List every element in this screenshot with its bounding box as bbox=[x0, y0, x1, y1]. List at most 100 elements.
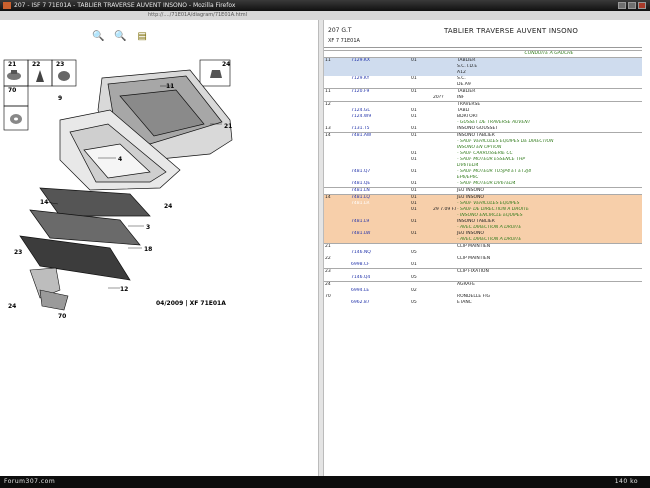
part-number-cell[interactable] bbox=[350, 101, 410, 108]
status-bar: Forum307.com 140 ko bbox=[0, 476, 650, 488]
callout-9: 9 bbox=[58, 95, 62, 102]
part-number-cell[interactable] bbox=[350, 268, 410, 275]
part-number-cell[interactable] bbox=[350, 281, 410, 288]
part-number-cell[interactable]: 7481.LN bbox=[350, 187, 410, 195]
part-number-cell[interactable]: 7129.KY bbox=[351, 76, 370, 81]
part-number-cell[interactable]: 7481.LR bbox=[350, 201, 410, 207]
insono-part-14[interactable] bbox=[19, 187, 151, 281]
callout-18: 18 bbox=[144, 246, 152, 253]
part-number-cell[interactable] bbox=[350, 213, 410, 219]
part-number-cell[interactable]: 7481.LQ bbox=[350, 194, 410, 201]
part-number-cell[interactable]: 7481.L9 bbox=[350, 219, 410, 225]
description-cell: TABLI bbox=[457, 108, 470, 113]
clip-23-icon bbox=[58, 71, 70, 81]
description-cell: - SAUF VEHICULES EQUIPES bbox=[456, 201, 642, 207]
table-row[interactable]: 7146.Q4 05 bbox=[324, 275, 642, 282]
part-number-cell[interactable]: 7481.AW bbox=[350, 132, 410, 139]
table-row[interactable]: 20??INF bbox=[324, 95, 642, 102]
table-row[interactable]: A12 bbox=[324, 70, 642, 76]
part-number-cell[interactable] bbox=[350, 237, 410, 244]
part-number-cell[interactable]: 6998.CF bbox=[351, 262, 370, 267]
clip-21-icon bbox=[7, 70, 21, 80]
part-number-cell[interactable]: 7129.KX bbox=[350, 57, 410, 64]
table-row[interactable]: - AVEC DIRECTION A DROITE bbox=[324, 225, 642, 231]
minimize-button[interactable] bbox=[618, 2, 626, 9]
table-row[interactable]: - GUSSET DE TRAVERSE AUVENT bbox=[324, 120, 642, 126]
table-row[interactable]: CONDUITE A GAUCHE bbox=[324, 50, 642, 58]
table-row[interactable]: DV6TED4 bbox=[324, 163, 642, 169]
part-number-cell[interactable]: 7481.QE bbox=[351, 181, 371, 186]
table-row[interactable]: S.C.T.D.E bbox=[324, 64, 642, 70]
traverse-part-12[interactable] bbox=[59, 109, 181, 191]
part-number-cell[interactable]: 7146.Q4 bbox=[351, 275, 371, 280]
part-number-cell[interactable]: 7131.T5 bbox=[351, 126, 370, 131]
part-number-cell[interactable] bbox=[350, 243, 410, 250]
part-number-cell[interactable]: 7124.GL bbox=[351, 108, 370, 113]
quantity-cell: 05 bbox=[411, 275, 417, 280]
quantity-cell bbox=[410, 243, 432, 250]
table-row[interactable]: EP6/EP6C bbox=[324, 175, 642, 181]
part-number-cell[interactable] bbox=[350, 207, 410, 213]
table-row[interactable]: - SAUF VEHICULES EQUIPES DE DIRECTION bbox=[324, 139, 642, 145]
page-title: TABLIER TRAVERSE AUVENT INSONO bbox=[444, 27, 579, 35]
part-number-cell[interactable] bbox=[350, 64, 410, 70]
zoom-out-icon[interactable]: 🔍 bbox=[114, 31, 127, 42]
part-number-cell[interactable]: 7146.NQ bbox=[351, 250, 371, 255]
callout-3: 3 bbox=[146, 224, 150, 231]
part-number-cell[interactable]: 7124.W9 bbox=[351, 114, 372, 119]
part-number-cell[interactable] bbox=[350, 225, 410, 231]
part-number-cell[interactable]: 7481.LW bbox=[350, 231, 410, 237]
part-number-cell[interactable] bbox=[350, 50, 410, 58]
window-title-bar: 207 - ISF 7 71E01A - TABLIER TRAVERSE AU… bbox=[0, 0, 650, 11]
part-number-cell[interactable] bbox=[350, 70, 410, 76]
callout-21: 21 bbox=[8, 61, 16, 68]
bracket-part-70[interactable] bbox=[29, 267, 69, 311]
description-cell: INF bbox=[457, 95, 465, 100]
maximize-button[interactable] bbox=[628, 2, 636, 9]
note-cell bbox=[432, 243, 456, 250]
part-number-cell[interactable]: 6962.87 bbox=[351, 300, 370, 305]
diagram-pane: 🔍 🔍 ▤ bbox=[0, 20, 318, 476]
table-row[interactable]: INSONO EN OPTION bbox=[324, 145, 642, 151]
table-row[interactable]: - INSONO ENCIRCLE EQUIPES bbox=[324, 213, 642, 219]
reset-zoom-icon[interactable]: ▤ bbox=[137, 31, 147, 42]
address-bar[interactable]: http://..../71E01A/diagram/71E01A.html bbox=[0, 11, 650, 20]
table-row[interactable]: 01- SAUF MOTEUR ESSENCE THP bbox=[324, 157, 642, 163]
description-cell: JEU INSONO bbox=[456, 187, 642, 195]
table-row[interactable]: 01- SAUF CARROSSERIE CC bbox=[324, 151, 642, 157]
part-number-cell[interactable]: 6994.LE bbox=[351, 288, 370, 293]
table-row[interactable]: - AVEC DIRECTION A DROITE bbox=[324, 237, 642, 244]
pane-splitter[interactable] bbox=[318, 20, 324, 476]
table-row[interactable]: DE.A9 bbox=[324, 82, 642, 89]
part-number-cell[interactable]: 7481.Q7 bbox=[351, 169, 371, 174]
part-number-cell[interactable]: 7120.F9 bbox=[350, 88, 410, 95]
zoom-in-icon[interactable]: 🔍 bbox=[92, 31, 105, 42]
diagram-toolbar: 🔍 🔍 ▤ bbox=[92, 24, 153, 42]
close-button[interactable] bbox=[638, 2, 646, 9]
